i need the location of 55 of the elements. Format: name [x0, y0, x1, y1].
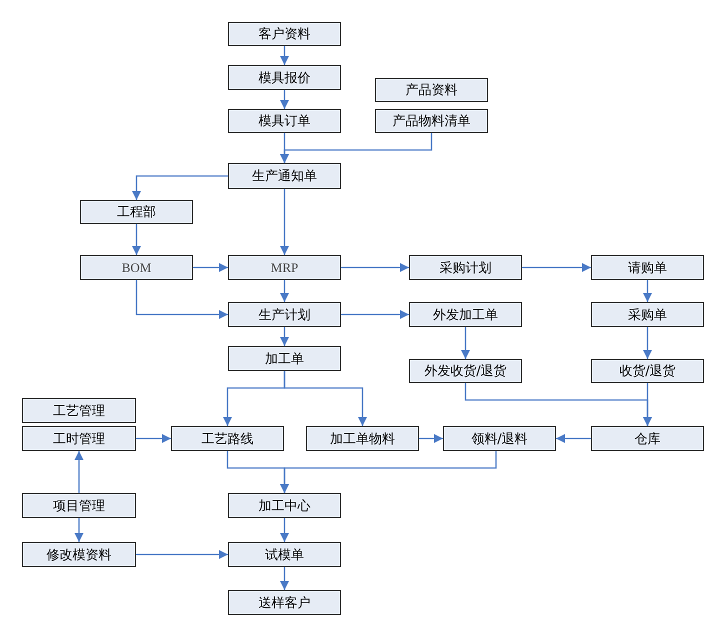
arrow — [280, 518, 289, 542]
arrow — [643, 327, 652, 359]
arrow — [136, 280, 228, 319]
arrow — [280, 451, 497, 493]
arrow — [643, 383, 652, 426]
process-box: 外发收货/退货 — [409, 359, 522, 383]
arrow — [280, 46, 289, 65]
process-box: 修改模资料 — [22, 542, 136, 567]
arrow — [284, 371, 367, 426]
arrow — [132, 224, 141, 255]
process-box: 生产通知单 — [228, 163, 341, 189]
process-box: 试模单 — [228, 542, 341, 567]
arrow — [74, 518, 84, 542]
process-box: 工时管理 — [22, 426, 136, 451]
process-box: 工艺管理 — [22, 398, 136, 423]
arrow — [193, 263, 228, 272]
process-box: 外发加工单 — [409, 302, 522, 327]
arrow — [280, 280, 289, 302]
process-box: 送样客户 — [228, 590, 341, 615]
arrow — [280, 90, 289, 109]
arrow — [74, 451, 84, 493]
arrow — [280, 133, 432, 163]
arrow — [341, 263, 409, 272]
process-box: 加工单物料 — [306, 426, 419, 451]
arrow — [461, 327, 470, 359]
process-box: 产品物料清单 — [375, 109, 488, 133]
process-box: 加工单 — [228, 346, 341, 371]
arrow — [132, 175, 228, 200]
process-box: MRP — [228, 255, 341, 280]
arrow — [136, 434, 171, 443]
process-box: 加工中心 — [228, 493, 341, 518]
process-box: 产品资料 — [375, 78, 488, 102]
arrow — [643, 280, 652, 302]
process-box: 模具订单 — [228, 109, 341, 133]
process-box: 工程部 — [80, 200, 193, 224]
process-box: 工艺路线 — [171, 426, 284, 451]
process-box: 客户资料 — [228, 22, 341, 46]
process-box: 仓库 — [591, 426, 704, 451]
arrow — [419, 434, 443, 443]
process-box: 采购计划 — [409, 255, 522, 280]
process-box: 收货/退货 — [591, 359, 704, 383]
process-box: 模具报价 — [228, 65, 341, 90]
process-box: BOM — [80, 255, 193, 280]
process-box: 领料/退料 — [443, 426, 556, 451]
arrow — [136, 550, 228, 559]
arrow — [280, 189, 289, 255]
process-box: 生产计划 — [228, 302, 341, 327]
process-box: 请购单 — [591, 255, 704, 280]
arrow — [341, 310, 409, 319]
arrow — [280, 327, 289, 346]
arrow — [522, 263, 591, 272]
process-box: 采购单 — [591, 302, 704, 327]
process-box: 项目管理 — [22, 493, 136, 518]
arrow — [556, 434, 591, 443]
arrow — [280, 567, 289, 590]
